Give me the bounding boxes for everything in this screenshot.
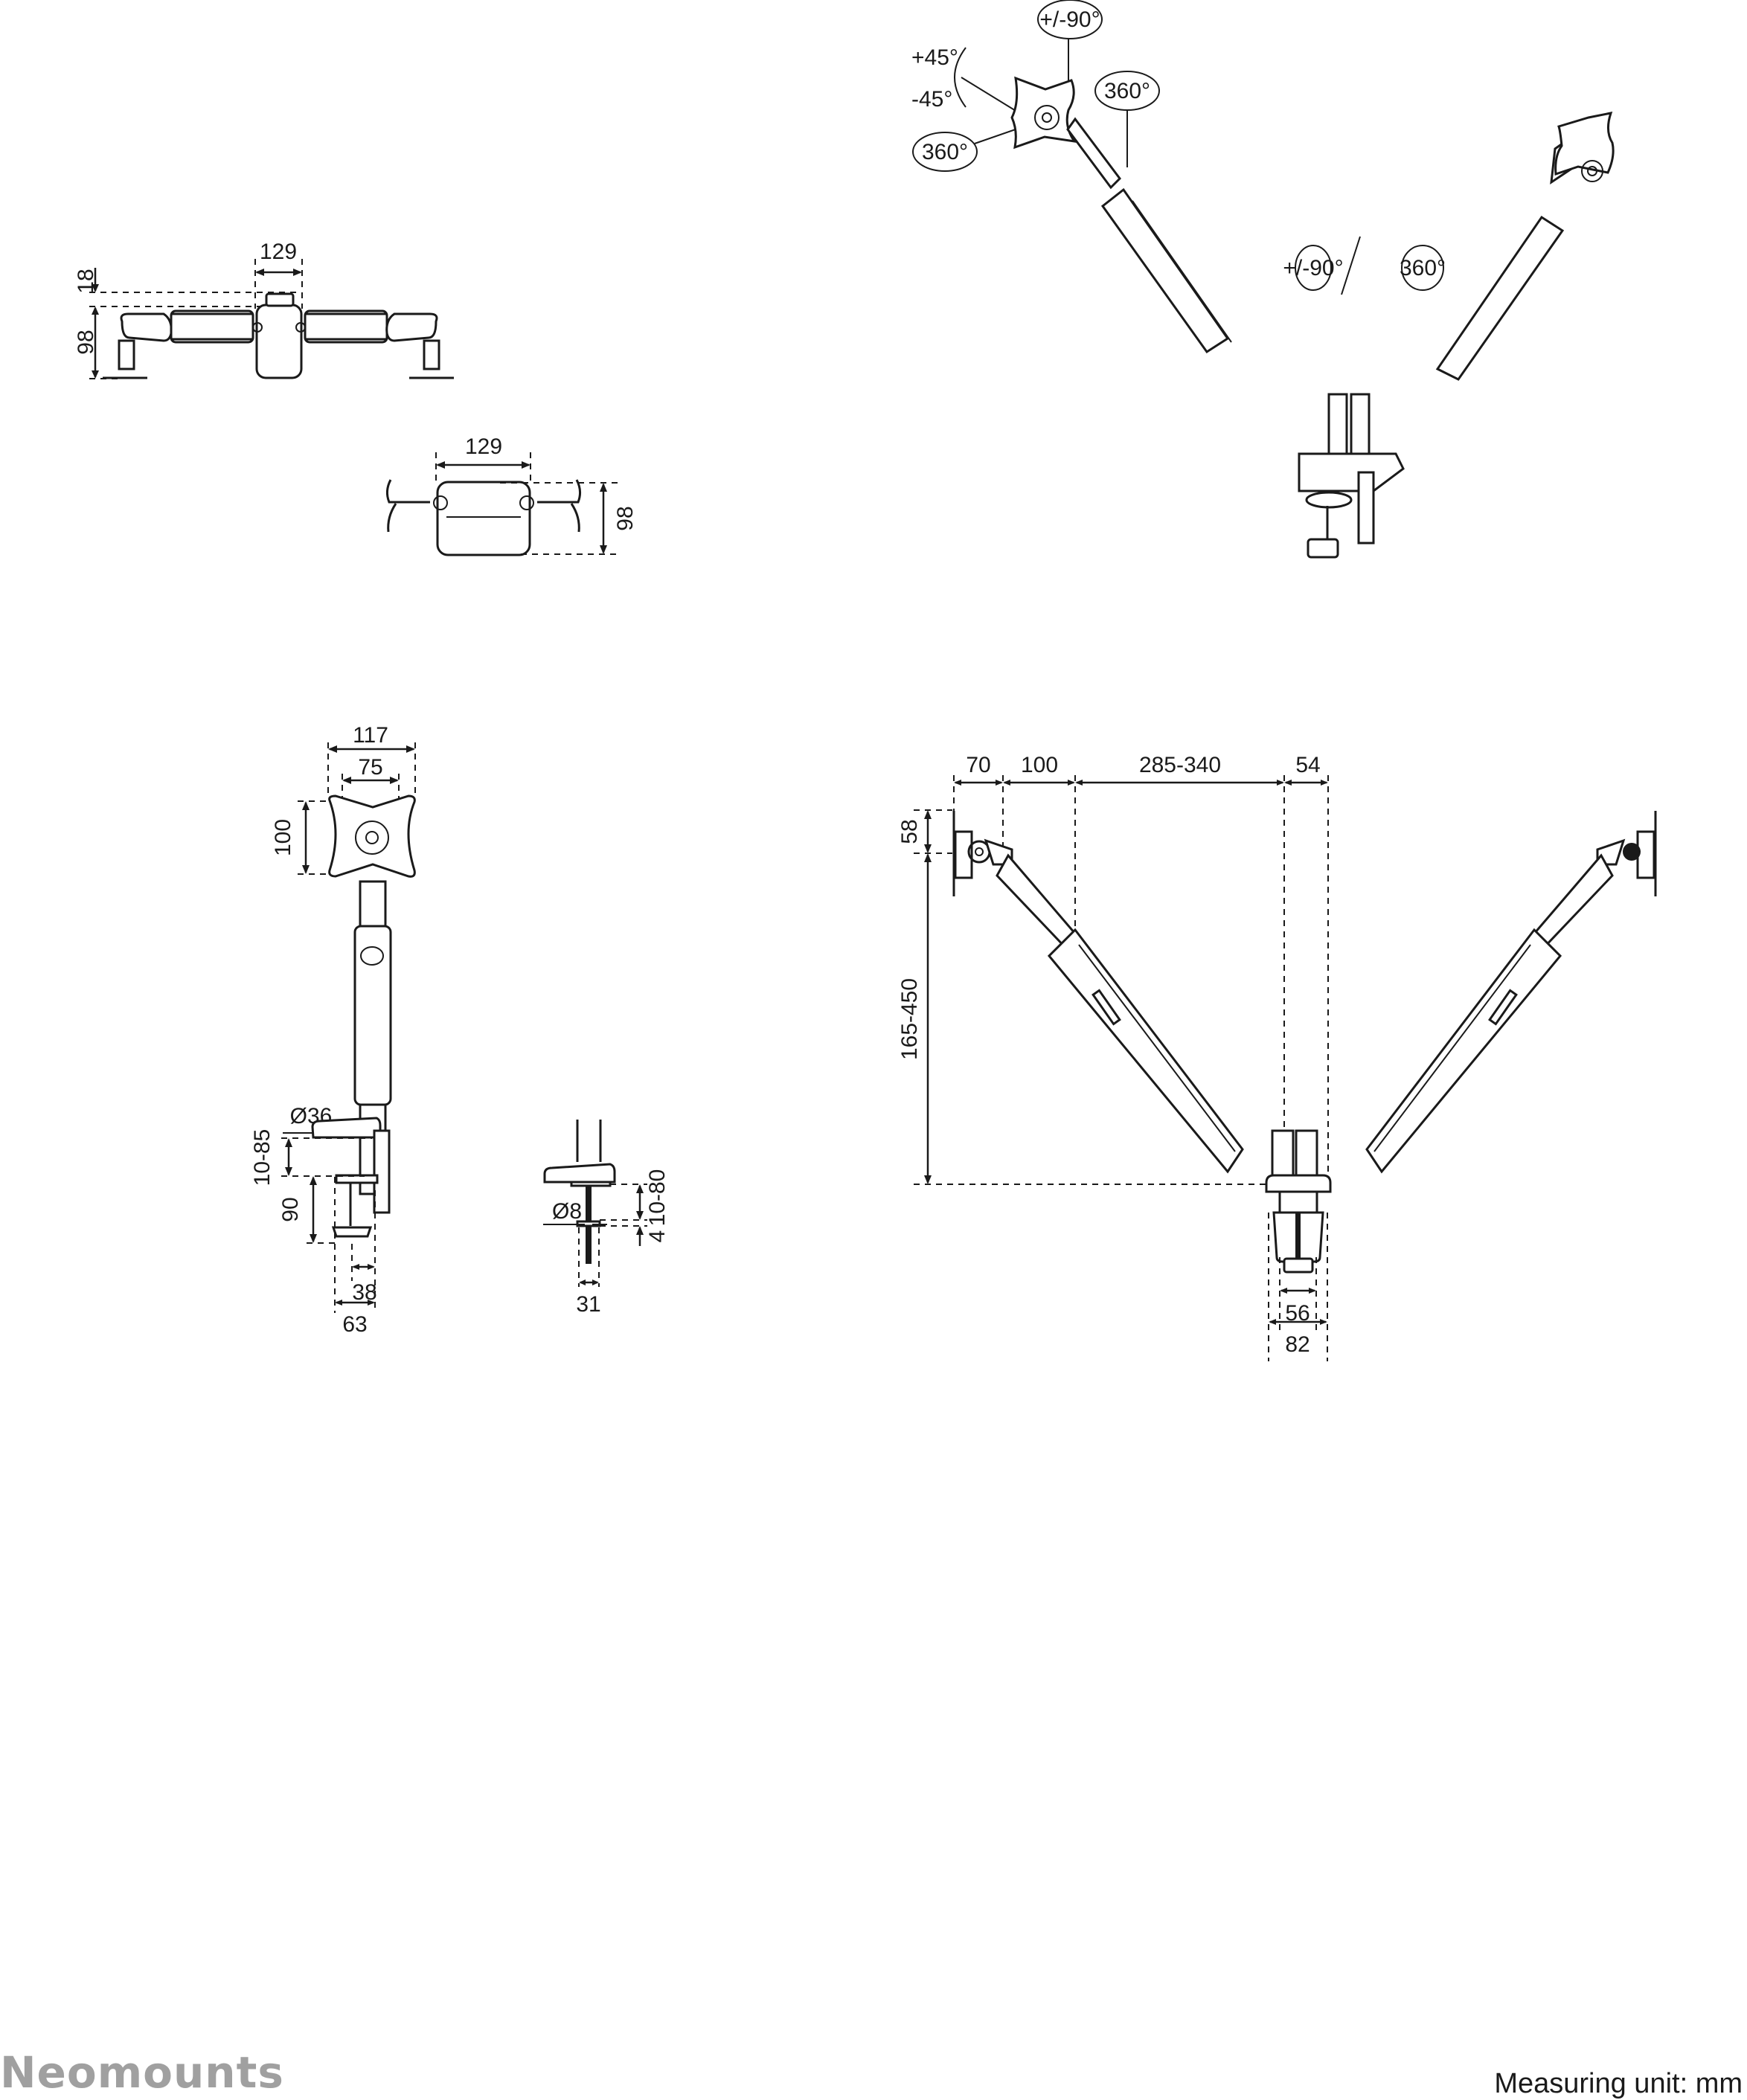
top-view-detail-drawing: 129 98 xyxy=(372,424,655,573)
front-seg3-label: 285-340 xyxy=(1139,753,1221,777)
bolt-diameter-label: Ø8 xyxy=(552,1199,582,1224)
arm-joint-pivot-label: +/-90° xyxy=(1283,256,1343,280)
clamp-depth-label: 90 xyxy=(278,1197,303,1221)
desk-thickness-label: 10-85 xyxy=(250,1129,275,1187)
clamp-offset-label: 38 xyxy=(352,1280,376,1305)
pivot-label: +/-90° xyxy=(1039,7,1100,32)
front-seg1-label: 70 xyxy=(966,753,990,777)
front-view-drawing: 70 100 285-340 54 58 165-450 xyxy=(897,744,1696,1369)
plate-width-label: 117 xyxy=(353,723,388,748)
grommet-desk-thickness-label: 10-80 xyxy=(645,1169,670,1227)
grommet-plate-thickness-label: 4 xyxy=(645,1230,670,1243)
vesa-width-label: 75 xyxy=(358,755,382,780)
tilt-up-label: +45° xyxy=(911,45,958,70)
detail-width-label: 129 xyxy=(465,434,502,459)
grommet-plate-width-label: 31 xyxy=(576,1292,600,1317)
perspective-view-drawing: +/-90° +45° -45° 360° 360° +/-90° 36 xyxy=(893,0,1711,573)
rotation-label: 360° xyxy=(922,140,968,164)
vesa-height-label: 100 xyxy=(271,819,295,856)
top-view-height-top-label: 18 xyxy=(74,269,98,293)
tilt-down-label: -45° xyxy=(911,87,952,112)
side-view-drawing: 117 75 100 Ø36 xyxy=(250,714,699,1369)
clamp-width-label: 63 xyxy=(342,1312,367,1337)
front-clamp-outer-label: 82 xyxy=(1285,1332,1310,1357)
brand-logo: Neomounts xyxy=(0,2047,284,2098)
front-seg4-label: 54 xyxy=(1295,753,1320,777)
arm-joint-swivel-label: 360° xyxy=(1400,256,1446,280)
top-view-height-main-label: 98 xyxy=(74,330,98,354)
top-view-width-label: 129 xyxy=(260,240,297,264)
grommet-view-drawing: Ø8 10-80 4 31 xyxy=(491,1108,729,1332)
top-view-drawing: 129 18 98 xyxy=(74,238,856,402)
front-height-range-label: 165-450 xyxy=(897,978,922,1060)
measuring-unit-note: Measuring unit: mm xyxy=(1494,2068,1743,2099)
detail-height-label: 98 xyxy=(613,506,638,530)
arm-swivel-label: 360° xyxy=(1104,79,1150,103)
front-seg2-label: 100 xyxy=(1021,753,1058,777)
front-top-offset-label: 58 xyxy=(897,819,922,844)
